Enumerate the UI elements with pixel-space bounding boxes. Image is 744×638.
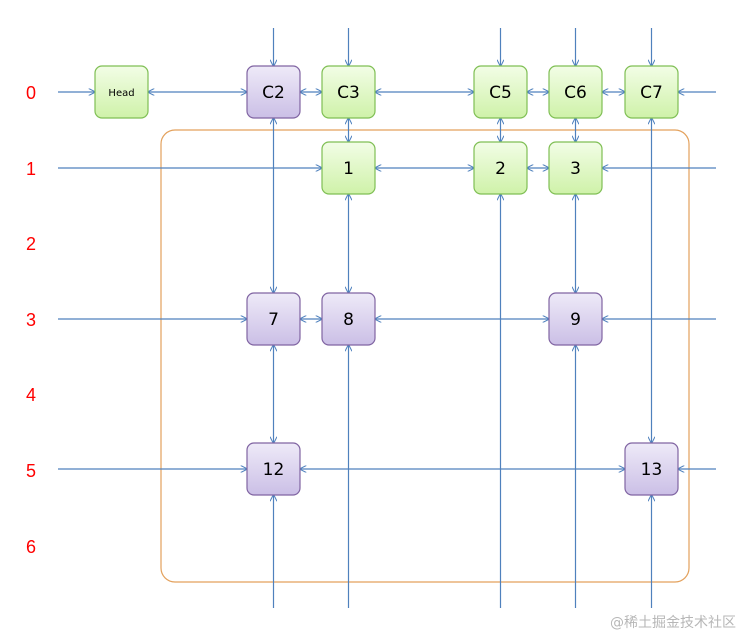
node-9-label: 9 xyxy=(570,310,581,330)
node-13-label: 13 xyxy=(641,460,663,480)
row-label-2: 2 xyxy=(26,234,36,254)
node-head: Head xyxy=(94,65,149,119)
node-c3: C3 xyxy=(321,65,376,119)
node-8-label: 8 xyxy=(343,310,354,330)
row-label-0: 0 xyxy=(26,83,36,103)
node-c2: C2 xyxy=(246,65,301,119)
node-c7-label: C7 xyxy=(640,83,663,103)
link-lines xyxy=(58,28,716,608)
node-c6: C6 xyxy=(548,65,603,119)
node-c5: C5 xyxy=(473,65,528,119)
node-c6-label: C6 xyxy=(564,83,587,103)
node-3: 3 xyxy=(548,141,603,195)
node-9: 9 xyxy=(548,292,603,346)
node-c3-label: C3 xyxy=(337,83,360,103)
node-head-label: Head xyxy=(108,88,134,99)
row-label-1: 1 xyxy=(26,159,36,179)
row-label-3: 3 xyxy=(26,310,36,330)
row-labels: 0 1 2 3 4 5 6 xyxy=(26,83,36,557)
node-2-label: 2 xyxy=(495,159,506,179)
node-7: 7 xyxy=(246,292,301,346)
node-c7: C7 xyxy=(624,65,679,119)
row-label-4: 4 xyxy=(26,385,36,405)
node-c2-label: C2 xyxy=(262,83,285,103)
node-12: 12 xyxy=(246,442,301,496)
region-border xyxy=(160,129,690,583)
node-12-label: 12 xyxy=(263,460,285,480)
node-1: 1 xyxy=(321,141,376,195)
node-1-label: 1 xyxy=(343,159,354,179)
node-2: 2 xyxy=(473,141,528,195)
node-7-label: 7 xyxy=(268,310,279,330)
node-13: 13 xyxy=(624,442,679,496)
row-label-6: 6 xyxy=(26,537,36,557)
watermark: @稀土掘金技术社区 xyxy=(610,615,736,631)
node-3-label: 3 xyxy=(570,159,581,179)
node-8: 8 xyxy=(321,292,376,346)
row-label-5: 5 xyxy=(26,461,36,481)
node-c5-label: C5 xyxy=(489,83,512,103)
